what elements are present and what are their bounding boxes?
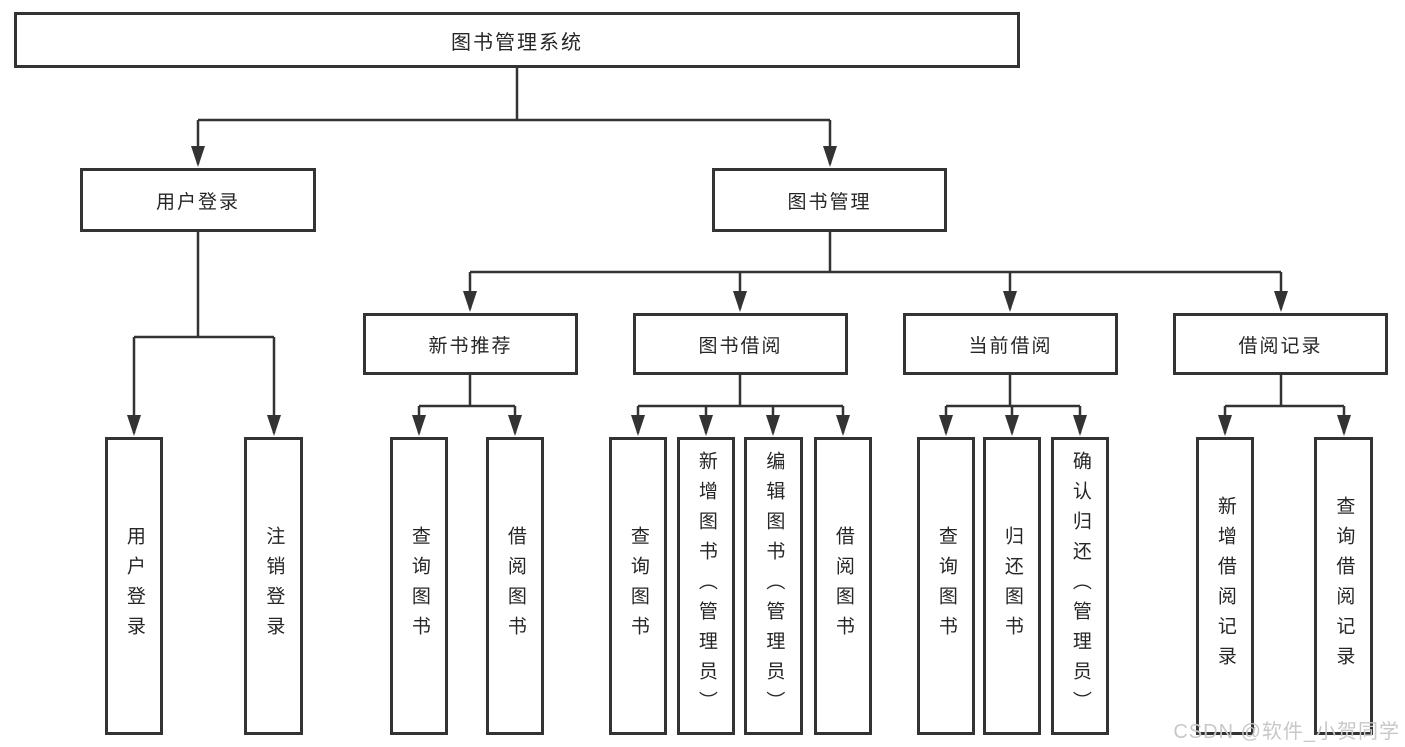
leaf-query-books-current: 查询图书 (917, 437, 975, 735)
node-borrowing-records: 借阅记录 (1173, 313, 1388, 375)
leaf-label: 查询图书 (627, 526, 649, 646)
leaf-label: 编辑图书（管理员） (763, 451, 785, 721)
leaf-label: 用户登录 (123, 526, 145, 646)
leaf-borrow-books: 借阅图书 (814, 437, 872, 735)
node-book-borrowing: 图书借阅 (633, 313, 848, 375)
leaf-query-borrow-record: 查询借阅记录 (1314, 437, 1373, 735)
arrowheads (127, 146, 1351, 436)
node-user-login: 用户登录 (80, 168, 316, 232)
node-current-borrowing: 当前借阅 (903, 313, 1118, 375)
leaf-label: 借阅图书 (832, 526, 854, 646)
leaf-logout: 注销登录 (244, 437, 303, 735)
leaf-query-books-recommend: 查询图书 (390, 437, 448, 735)
leaf-add-books-admin: 新增图书（管理员） (677, 437, 735, 735)
node-root-library-system: 图书管理系统 (14, 12, 1020, 68)
leaf-label: 新增图书（管理员） (695, 451, 717, 721)
node-book-management: 图书管理 (712, 168, 947, 232)
leaf-confirm-return-admin: 确认归还（管理员） (1051, 437, 1109, 735)
leaf-edit-books-admin: 编辑图书（管理员） (744, 437, 803, 735)
leaf-return-books: 归还图书 (983, 437, 1041, 735)
leaf-query-books-borrowing: 查询图书 (609, 437, 667, 735)
node-new-book-recommend: 新书推荐 (363, 313, 578, 375)
leaf-label: 新增借阅记录 (1214, 496, 1236, 676)
leaf-label: 归还图书 (1001, 526, 1023, 646)
leaf-add-borrow-record: 新增借阅记录 (1196, 437, 1254, 735)
leaf-label: 确认归还（管理员） (1069, 451, 1091, 721)
leaf-borrow-books-recommend: 借阅图书 (486, 437, 544, 735)
leaf-label: 借阅图书 (504, 526, 526, 646)
leaf-label: 查询图书 (408, 526, 430, 646)
leaf-label: 查询图书 (935, 526, 957, 646)
leaf-user-login: 用户登录 (105, 437, 163, 735)
leaf-label: 查询借阅记录 (1333, 496, 1355, 676)
leaf-label: 注销登录 (263, 526, 285, 646)
csdn-watermark: CSDN @软件_小贺同学 (1173, 721, 1400, 743)
